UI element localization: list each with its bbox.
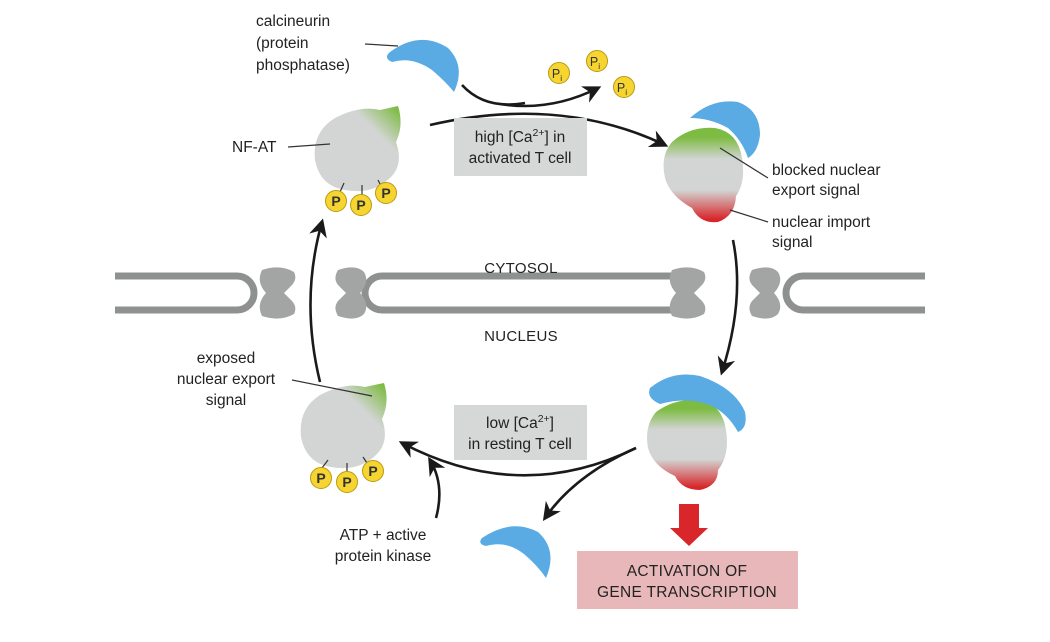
svg-text:P: P [368, 463, 377, 479]
exposed-export-leader [291, 379, 373, 397]
nuclear-envelope [115, 272, 925, 314]
import-signal-label-2: signal [772, 234, 813, 251]
svg-text:P: P [331, 193, 340, 209]
outcome-line2: GENE TRANSCRIPTION [597, 584, 777, 601]
blocked-export-label-2: export signal [772, 182, 860, 199]
svg-text:Pi: Pi [552, 67, 562, 83]
svg-text:P: P [316, 470, 325, 486]
high-calcium-line2: activated T cell [469, 150, 572, 167]
calcineurin-free-top [386, 39, 459, 92]
svg-text:P: P [381, 185, 390, 201]
nuclear-pore-right-inner [669, 267, 706, 319]
gene-transcription-box: ACTIVATION OF GENE TRANSCRIPTION [577, 551, 798, 609]
low-calcium-box: low [Ca2+] in resting T cell [454, 405, 587, 460]
kinase-label-2: protein kinase [335, 548, 432, 565]
arrow-calcineurin-release [542, 446, 637, 521]
calcineurin-free-bottom [480, 526, 551, 578]
calcineurin-bound [690, 101, 760, 158]
svg-text:Pi: Pi [617, 81, 627, 97]
inorganic-phosphate: Pi [613, 76, 635, 98]
exposed-export-label-1: exposed [197, 350, 256, 367]
inorganic-phosphate: Pi [586, 50, 608, 72]
high-calcium-line1: high [Ca2+] in [475, 127, 565, 146]
arrow-right [717, 239, 739, 376]
nuclear-pore-left-outer [259, 267, 296, 319]
arrow-bottom [398, 441, 637, 477]
phosphate-group: P [310, 467, 332, 489]
inorganic-phosphate: Pi [548, 62, 570, 84]
phosphate-group: P [325, 190, 347, 212]
nfat-nuclear-active [647, 374, 746, 490]
nuclear-pore-right-outer [749, 267, 781, 319]
phosphate-group: P [375, 182, 397, 204]
blocked-export-leader [719, 147, 769, 179]
calcineurin-label-2: (protein [256, 35, 309, 52]
arrow-calcineurin-binding [461, 84, 526, 106]
cycle-arrows [309, 84, 739, 521]
calcineurin-label-1: calcineurin [256, 13, 330, 30]
svg-text:P: P [356, 197, 365, 213]
nfat-rephosphorylated-nucleus: P P P [300, 383, 387, 493]
outcome-arrow [670, 504, 708, 546]
nfat-dephosphorylated-cytosol [663, 101, 760, 223]
import-signal-leader [729, 209, 769, 223]
arrow-kinase-join [428, 456, 446, 519]
svg-text:P: P [342, 474, 351, 490]
kinase-label-1: ATP + active [340, 527, 427, 544]
low-calcium-line1: low [Ca2+] [486, 413, 554, 432]
nucleus-label: NUCLEUS [484, 328, 558, 345]
cytosol-label: CYTOSOL [484, 260, 558, 277]
high-calcium-box: high [Ca2+] in activated T cell [454, 118, 587, 176]
arrow-phosphate-release [499, 86, 602, 108]
phosphate-group: P [362, 460, 384, 482]
phosphate-group: P [350, 194, 372, 216]
exposed-export-label-2: nuclear export [177, 371, 276, 388]
nfat-label: NF-AT [232, 139, 277, 156]
phosphate-group: P [336, 471, 358, 493]
arrow-left [309, 218, 327, 383]
import-signal-label-1: nuclear import [772, 214, 871, 231]
low-calcium-line2: in resting T cell [468, 436, 572, 453]
calcineurin-label-3: phosphatase) [256, 57, 350, 74]
blocked-export-label-1: blocked nuclear [772, 162, 881, 179]
svg-text:Pi: Pi [590, 55, 600, 71]
calcineurin-bound [649, 374, 746, 432]
nfat-leader [287, 143, 331, 148]
nuclear-pore-left-inner [335, 267, 367, 319]
nfat-phosphorylated-cytosol: P P P [314, 106, 401, 216]
calcineurin-leader [364, 43, 399, 47]
outcome-line1: ACTIVATION OF [627, 563, 747, 580]
exposed-export-label-3: signal [206, 392, 247, 409]
